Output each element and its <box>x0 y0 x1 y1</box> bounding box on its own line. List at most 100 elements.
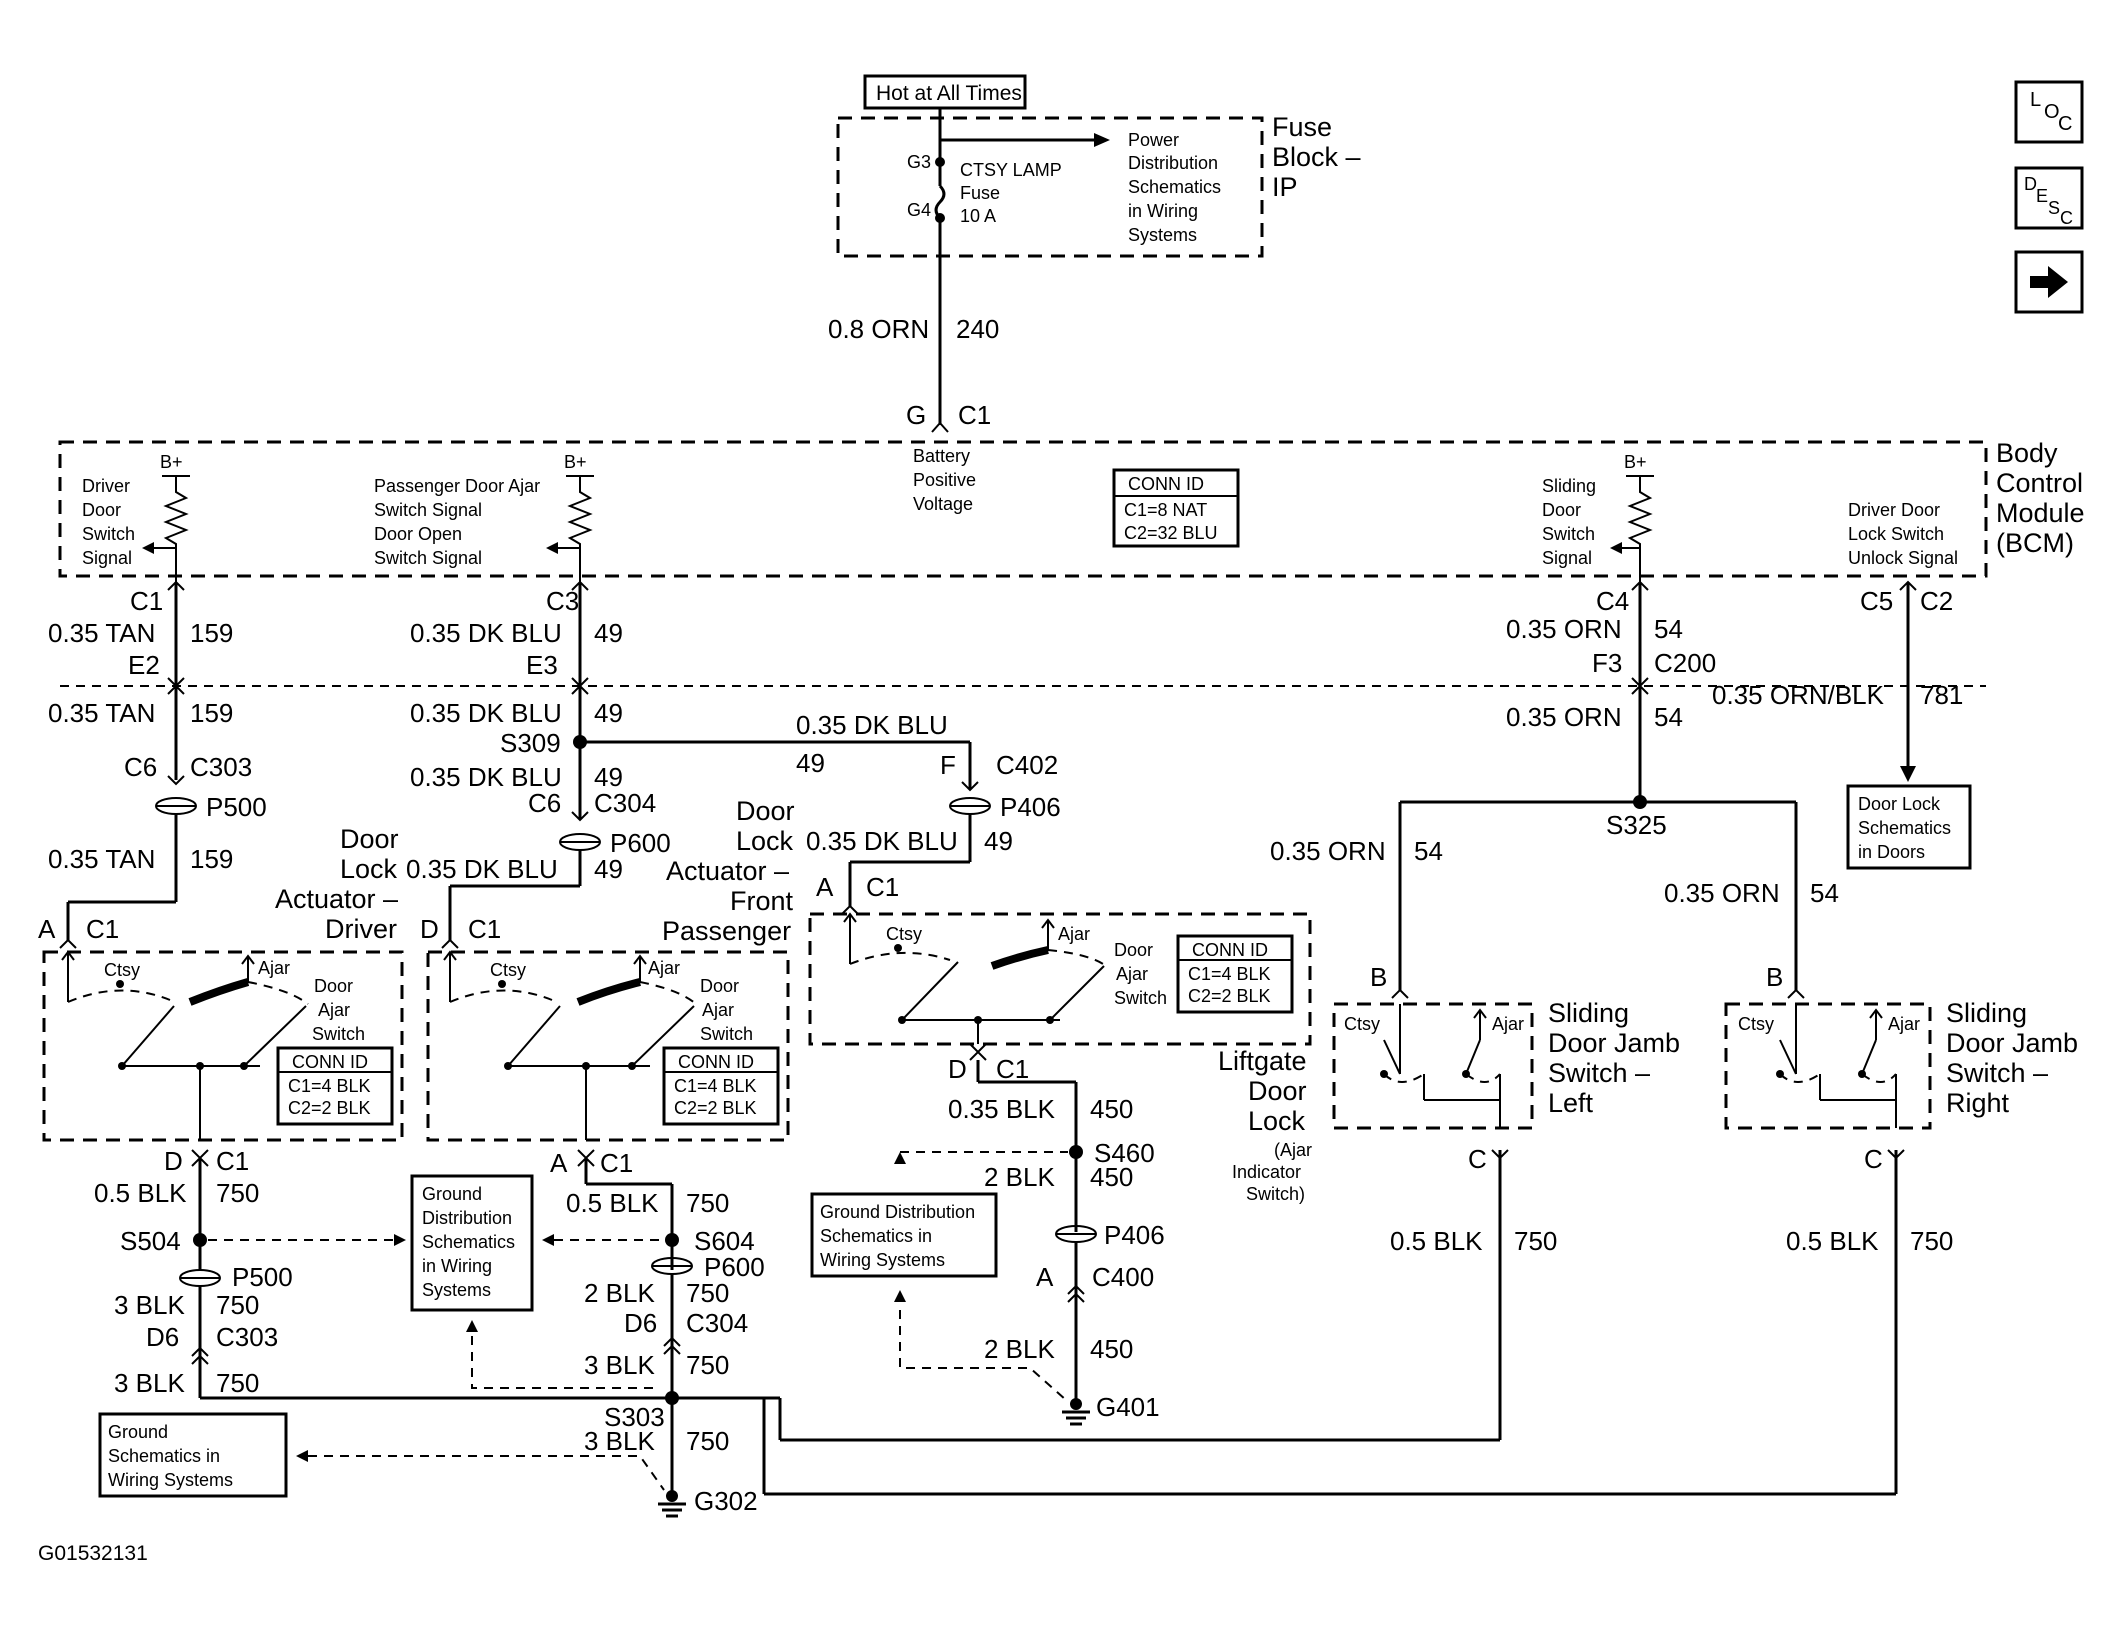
battery-3: Voltage <box>913 494 973 514</box>
svg-text:A: A <box>38 914 56 944</box>
svg-text:C1: C1 <box>600 1148 633 1178</box>
svg-text:Ground Distribution: Ground Distribution <box>820 1202 975 1222</box>
svg-text:CONN ID: CONN ID <box>292 1052 368 1072</box>
driver-signal-1: Driver <box>82 476 130 496</box>
svg-text:Wiring Systems: Wiring Systems <box>820 1250 945 1270</box>
fuse-block: Hot at All Times Fuse Block – IP G3 G4 C… <box>836 74 1361 258</box>
svg-text:C303: C303 <box>216 1322 278 1352</box>
svg-text:Ajar: Ajar <box>1058 924 1090 944</box>
svg-text:E3: E3 <box>526 650 558 680</box>
svg-text:750: 750 <box>216 1368 259 1398</box>
svg-text:750: 750 <box>686 1188 729 1218</box>
svg-text:49: 49 <box>984 826 1013 856</box>
svg-text:P406: P406 <box>1104 1220 1165 1250</box>
svg-text:3 BLK: 3 BLK <box>114 1368 185 1398</box>
svg-text:D6: D6 <box>624 1308 657 1338</box>
svg-text:B+: B+ <box>564 452 587 472</box>
next-button[interactable] <box>2014 250 2084 314</box>
jamb-switch-right: Ctsy Ajar Sliding Door Jamb Switch – Rig… <box>1724 998 2078 1130</box>
svg-text:C1: C1 <box>866 872 899 902</box>
bcm: Body Control Module (BCM) Battery Positi… <box>58 438 2085 582</box>
svg-text:C304: C304 <box>594 788 656 818</box>
svg-text:C1: C1 <box>216 1146 249 1176</box>
svg-text:D: D <box>164 1146 183 1176</box>
figure-id: G01532131 <box>38 1542 148 1565</box>
svg-text:(Ajar: (Ajar <box>1274 1140 1312 1160</box>
svg-text:2 BLK: 2 BLK <box>584 1278 655 1308</box>
driver-signal-2: Door <box>82 500 121 520</box>
svg-text:Schematics: Schematics <box>1858 818 1951 838</box>
svg-text:Right: Right <box>1946 1088 2010 1118</box>
svg-text:3 BLK: 3 BLK <box>114 1290 185 1320</box>
svg-text:450: 450 <box>1090 1334 1133 1364</box>
svg-text:Door: Door <box>314 976 353 996</box>
svg-text:54: 54 <box>1810 878 1839 908</box>
svg-text:D6: D6 <box>146 1322 179 1352</box>
svg-text:49: 49 <box>796 748 825 778</box>
gnd-dist-box-b <box>810 1192 998 1278</box>
power-dist-1: Power <box>1128 130 1179 150</box>
s604-splice <box>665 1233 679 1247</box>
fuse-word: Fuse <box>960 183 1000 203</box>
svg-text:Schematics in: Schematics in <box>108 1446 220 1466</box>
svg-text:Ajar: Ajar <box>1888 1014 1920 1034</box>
svg-text:Liftgate: Liftgate <box>1218 1046 1307 1076</box>
svg-text:Ctsy: Ctsy <box>1344 1014 1380 1034</box>
svg-text:Ajar: Ajar <box>702 1000 734 1020</box>
svg-text:Switch: Switch <box>700 1024 753 1044</box>
svg-text:Ajar: Ajar <box>1492 1014 1524 1034</box>
gnd-dist-box-c <box>98 1412 288 1498</box>
battery-2: Positive <box>913 470 976 490</box>
svg-text:F3: F3 <box>1592 648 1622 678</box>
hot-at-all-times-box <box>863 74 1027 110</box>
svg-text:Front: Front <box>730 886 794 916</box>
jamb-switch-left-outline <box>1332 1002 1534 1130</box>
svg-text:3 BLK: 3 BLK <box>584 1426 655 1456</box>
feed-circuit: 240 <box>956 314 999 344</box>
svg-text:Door: Door <box>340 824 399 854</box>
svg-text:Switch: Switch <box>312 1024 365 1044</box>
svg-text:Lock: Lock <box>1248 1106 1306 1136</box>
svg-text:C2=2 BLK: C2=2 BLK <box>674 1098 757 1118</box>
svg-text:Sliding: Sliding <box>1548 998 1629 1028</box>
bcm-conn-id-box <box>1112 468 1240 548</box>
feed-gauge: 0.8 ORN <box>828 314 929 344</box>
svg-text:P500: P500 <box>232 1262 293 1292</box>
svg-text:P406: P406 <box>1000 792 1061 822</box>
svg-text:Ground: Ground <box>108 1422 168 1442</box>
svg-text:C1=4 BLK: C1=4 BLK <box>1188 964 1271 984</box>
bcm-title-2: Control <box>1996 468 2083 498</box>
svg-text:Ajar: Ajar <box>318 1000 350 1020</box>
lock-unlock-circuit: C5 C2 0.35 ORN/BLK 781 Door Lock Schemat… <box>1712 580 1972 870</box>
feed-pin: G <box>906 400 926 430</box>
sliding-circuit: C4 0.35 ORN 54 F3 C200 0.35 ORN 54 S325 … <box>1270 580 1839 999</box>
desc-button[interactable]: D E S C <box>2014 166 2084 230</box>
svg-text:A: A <box>1036 1262 1054 1292</box>
svg-text:0.35 DK BLU: 0.35 DK BLU <box>410 618 562 648</box>
svg-text:A: A <box>550 1148 568 1178</box>
svg-text:B: B <box>1370 962 1387 992</box>
svg-text:0.35 DK BLU: 0.35 DK BLU <box>410 698 562 728</box>
fuse-g4-label: G4 <box>907 200 931 220</box>
jamb-switch-right-outline <box>1724 1002 1932 1130</box>
svg-text:54: 54 <box>1654 614 1683 644</box>
svg-text:C1: C1 <box>996 1054 1029 1084</box>
fuse-block-title-2: Block – <box>1272 142 1361 172</box>
loc-button[interactable]: L O C <box>2014 80 2084 144</box>
svg-text:750: 750 <box>686 1426 729 1456</box>
svg-text:B+: B+ <box>160 452 183 472</box>
svg-text:C4: C4 <box>1596 586 1629 616</box>
svg-text:C2: C2 <box>1920 586 1953 616</box>
bcm-conn-id-1: C1=8 NAT <box>1124 500 1207 520</box>
svg-text:C1: C1 <box>130 586 163 616</box>
svg-text:159: 159 <box>190 618 233 648</box>
power-dist-5: Systems <box>1128 225 1197 245</box>
svg-text:C: C <box>2058 113 2072 135</box>
svg-text:CONN ID: CONN ID <box>678 1052 754 1072</box>
driver-circuit: C1 0.35 TAN 159 E2 0.35 TAN 159 C6 C303 … <box>38 580 267 949</box>
svg-text:750: 750 <box>216 1178 259 1208</box>
svg-text:Door Jamb: Door Jamb <box>1548 1028 1680 1058</box>
svg-text:Switch): Switch) <box>1246 1184 1305 1204</box>
svg-text:159: 159 <box>190 698 233 728</box>
svg-text:450: 450 <box>1090 1162 1133 1192</box>
